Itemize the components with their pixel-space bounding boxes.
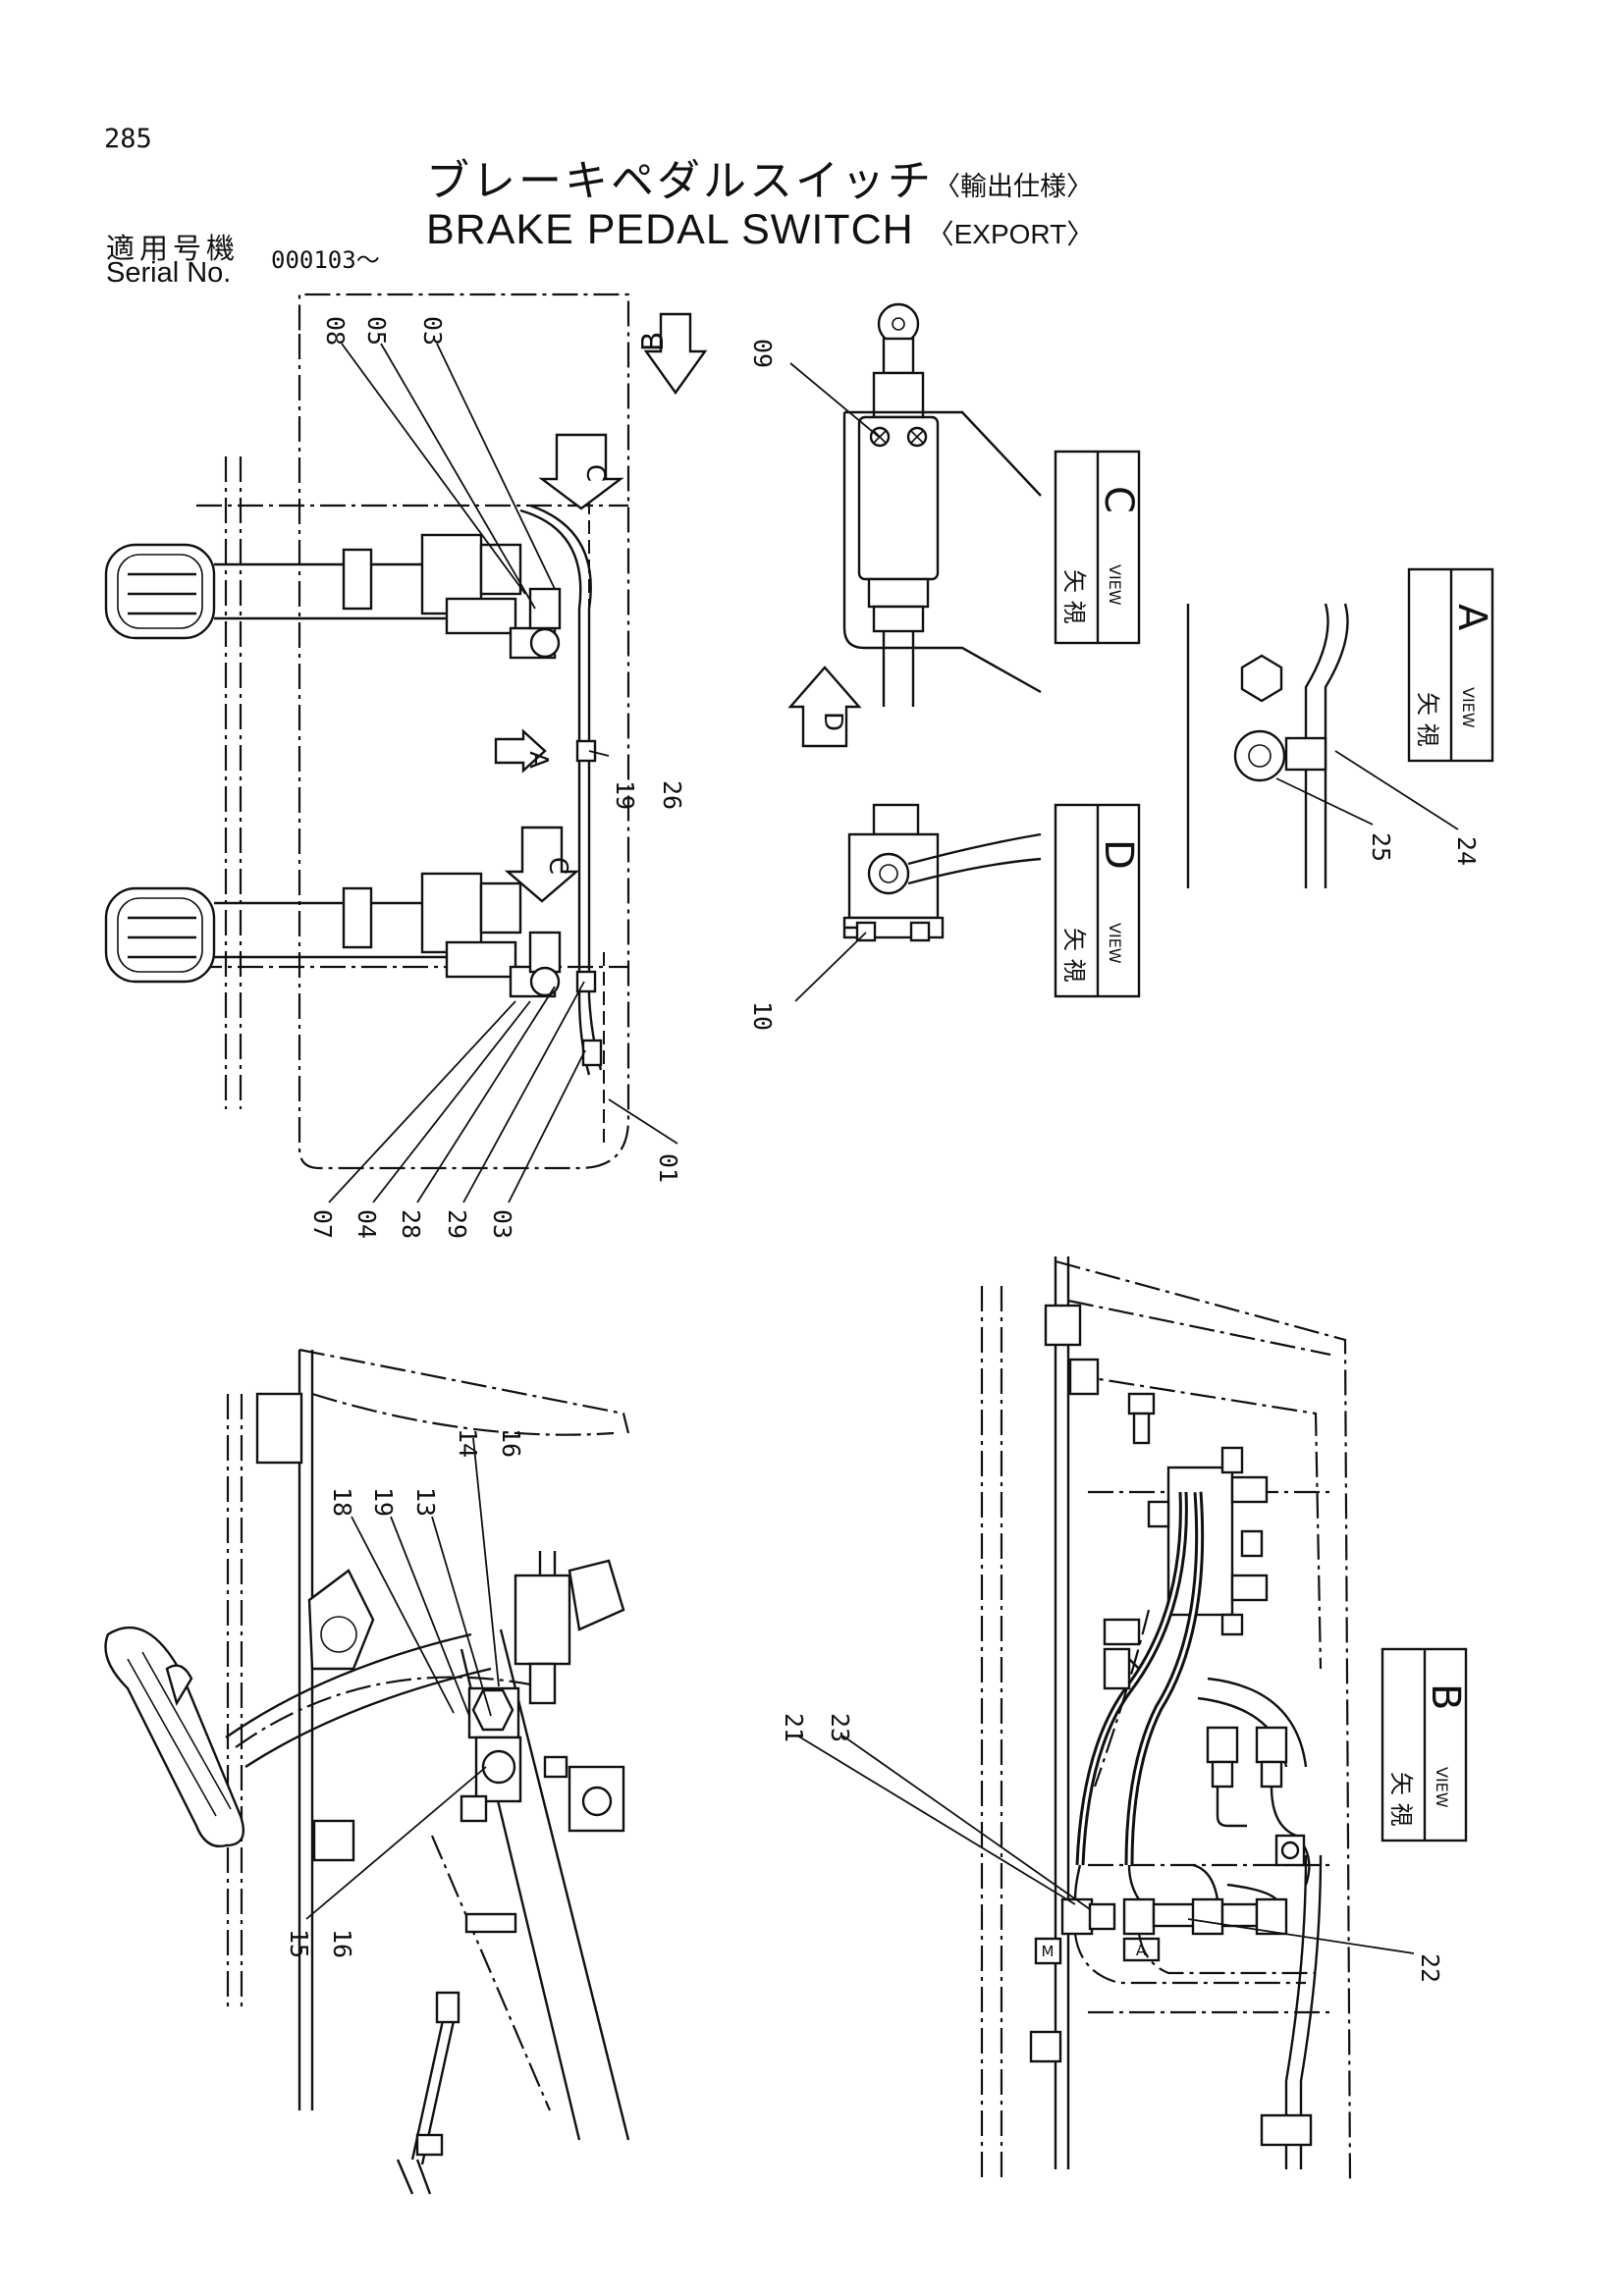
switch-harness-view-b	[980, 1256, 1352, 2180]
view-d-word-jp: 矢 視	[1060, 928, 1088, 983]
callout-16-top: 16	[497, 1428, 525, 1458]
title-english-sub: 〈EXPORT〉	[926, 219, 1095, 249]
callout-01: 01	[654, 1153, 682, 1183]
clamp-detail-view-a	[1186, 603, 1349, 888]
callout-04: 04	[352, 1209, 381, 1239]
callout-19-top: 19	[611, 780, 639, 810]
view-a-label-box	[1407, 567, 1494, 763]
callout-22: 22	[1416, 1953, 1444, 1983]
callout-05: 05	[362, 316, 391, 346]
view-arrow-c-label-lower: C	[543, 857, 572, 875]
view-b-label-box	[1380, 1647, 1468, 1842]
switch-detail-view-c	[787, 302, 1042, 748]
serial-number-value: 000103～	[271, 246, 380, 274]
title-english-main: BRAKE PEDAL SWITCH	[426, 206, 914, 253]
callout-21: 21	[780, 1713, 808, 1742]
view-arrow-a-label: A	[523, 751, 553, 769]
switch-detail-view-d	[842, 803, 1042, 942]
view-a-letter: A	[1449, 604, 1494, 631]
view-c-label-box	[1054, 450, 1141, 645]
callout-29: 29	[443, 1209, 471, 1239]
callout-28: 28	[397, 1209, 425, 1239]
callout-19-bottom: 19	[369, 1487, 398, 1517]
callout-14: 14	[454, 1428, 482, 1458]
serial-label-english: Serial No.	[106, 257, 232, 289]
view-a-word-jp: 矢 視	[1414, 692, 1441, 747]
callout-26: 26	[658, 780, 686, 810]
callout-10: 10	[748, 1001, 777, 1031]
callout-23: 23	[826, 1713, 854, 1742]
connector-tag-a: A	[1136, 1942, 1147, 1959]
serial-label-japanese: 適用号機	[106, 232, 241, 265]
page-number: 285	[104, 124, 152, 154]
callout-25: 25	[1367, 832, 1395, 862]
view-b-letter: B	[1423, 1683, 1468, 1710]
title-japanese-sub: 〈輸出仕様〉	[934, 172, 1093, 202]
connector-tag-m: M	[1042, 1943, 1055, 1960]
view-arrow-b-label: B	[636, 332, 671, 352]
callout-08: 08	[321, 316, 350, 346]
view-c-word-en: VIEW	[1106, 564, 1124, 606]
view-c-letter: C	[1096, 486, 1141, 513]
callout-18: 18	[328, 1487, 356, 1517]
pedal-plan-view	[104, 293, 708, 1170]
view-arrow-d-label: D	[818, 712, 847, 731]
view-d-word-en: VIEW	[1106, 923, 1124, 964]
view-d-letter: D	[1096, 839, 1141, 870]
pedal-side-view	[104, 1348, 630, 2195]
title-japanese: ブレーキペダルスイッチ〈輸出仕様〉	[426, 145, 1093, 208]
title-japanese-main: ブレーキペダルスイッチ	[426, 156, 934, 206]
callout-13: 13	[411, 1487, 440, 1517]
callout-03-bottom: 03	[488, 1209, 516, 1239]
view-a-word-en: VIEW	[1459, 687, 1478, 728]
title-english: BRAKE PEDAL SWITCH 〈EXPORT〉	[426, 206, 1094, 254]
callout-15: 15	[285, 1929, 313, 1958]
callout-09: 09	[748, 339, 777, 368]
view-d-label-box	[1054, 803, 1141, 998]
view-b-word-jp: 矢 視	[1387, 1772, 1415, 1827]
callout-07: 07	[308, 1209, 337, 1239]
view-b-word-en: VIEW	[1433, 1767, 1451, 1808]
callout-03-top: 03	[418, 316, 447, 346]
callout-16-bottom: 16	[328, 1929, 356, 1958]
view-arrow-c-label-upper: C	[580, 464, 610, 482]
view-c-word-jp: 矢 視	[1060, 569, 1088, 624]
callout-24: 24	[1452, 836, 1481, 866]
